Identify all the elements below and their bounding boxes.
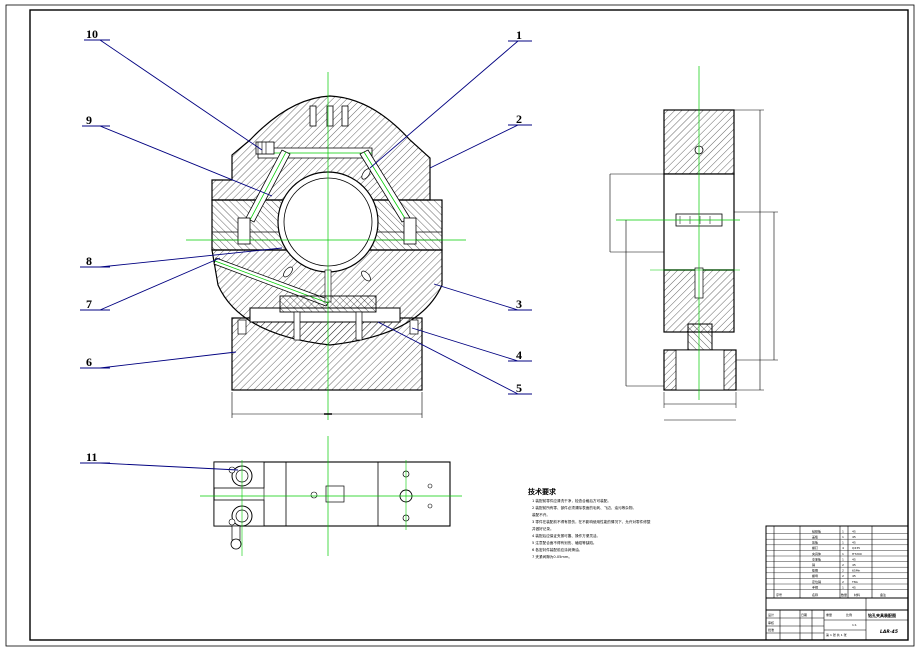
part-qty: 2 [842,580,844,584]
part-qty: 4 [842,546,844,550]
part-qty: 1 [842,585,844,589]
drawing-code: LAR-45 [880,629,898,635]
part-qty: 1 [842,529,844,533]
sign-approve: 批准 [768,627,774,632]
top-view [200,436,462,556]
sheet-count: 第 1 张 共 1 张 [826,632,847,637]
balloon-8: 8 [86,254,92,268]
drawing-name: 钻孔夹具装配图 [868,612,896,618]
balloon-1: 1 [516,28,522,42]
part-name: 螺钉 [812,545,818,550]
part-material: 45 [852,574,856,578]
part-qty: 1 [842,535,844,539]
part-material: 45 [852,535,856,539]
side-view [609,66,778,421]
part-name: 支承板 [812,556,821,561]
part-qty: 2 [842,563,844,567]
balloon-4: 4 [516,348,522,362]
part-material: 45 [852,529,856,533]
part-qty: 2 [842,569,844,573]
part-name: 夹具体 [812,551,821,556]
tech-line: 7 夹紧间隙为0.05mm。 [532,554,572,559]
balloon-11: 11 [86,450,97,464]
part-material: T8A [851,580,859,584]
part-name: 螺母 [812,573,818,578]
balloon-9: 9 [86,113,92,127]
part-qty: 1 [842,552,844,556]
balloon-labels: 10 9 8 7 6 11 1 2 3 4 5 [86,27,522,464]
balloon-3: 3 [516,297,522,311]
tech-line: 2 装配前所有零、部件必须清除表面的毛刺、飞边、油污等杂物。 [532,505,636,510]
title-block-text: 序号 名称 数量 材料 备注 设计 审核 批准 日期 重量 比例 1:1 第 1… [768,592,898,637]
tech-line: 5 注意配合面不得有划伤、磕碰等缺陷。 [532,540,597,545]
part-name: 钻模板 [812,528,821,533]
part-material: 45 [852,541,856,545]
tech-line: 4 装配后应保证夹紧可靠、操作方便灵活。 [532,533,600,538]
part-material: 45 [852,563,856,567]
part-material: 65Mn [852,569,860,573]
outer-border [5,4,915,647]
sign-weight: 重量 [826,612,832,617]
balloon-5: 5 [516,381,522,395]
part-material: HT200 [852,552,862,556]
header-note: 备注 [880,592,886,597]
sign-date: 日期 [801,612,807,617]
inner-border [29,9,909,641]
part-name: 盖板 [812,534,818,539]
part-name: 定位销 [812,579,821,584]
part-qty: 1 [842,541,844,545]
header-qty: 数量 [841,592,847,597]
header-seq: 序号 [776,592,782,597]
part-name: 压板 [812,540,818,545]
header-name: 名称 [812,592,818,597]
balloon-10: 10 [86,27,98,41]
balloon-leaders [80,39,532,471]
technical-requirements: 技术要求 1 装配前零件应清洗干净，检查合格后方可装配。 2 装配前所有零、部件… [528,487,651,559]
tech-line: 6 各密封件装配前应涂润滑油。 [532,547,582,552]
scale-value: 1:1 [852,623,857,627]
balloon-2: 2 [516,112,522,126]
header-mat: 材料 [854,592,860,597]
part-qty: 1 [842,557,844,561]
part-qty: 2 [842,574,844,578]
part-material: 45 [852,557,856,561]
tech-line: 并做好记录。 [532,526,554,531]
part-name: 销 [812,562,815,567]
sign-check: 审核 [768,620,774,625]
part-name: 垫圈 [812,568,818,573]
tech-line: 装配不许。 [532,512,550,517]
sign-ratio: 比例 [846,612,852,617]
tech-title: 技术要求 [528,487,557,496]
title-block [765,525,909,641]
balloon-7: 7 [86,297,92,311]
front-view [186,72,466,420]
tech-line: 1 装配前零件应清洗干净，检查合格后方可装配。 [532,498,611,503]
part-name: 手柄 [812,584,818,589]
base-plate [231,317,423,391]
sign-design: 设计 [768,612,774,617]
part-material: 45 [852,585,856,589]
tech-line: 3 零件在装配前不得有损伤，在不影响使用性能的情况下，允许对零件修整 [532,519,651,524]
balloon-6: 6 [86,355,92,369]
part-material: Q235 [852,546,860,550]
